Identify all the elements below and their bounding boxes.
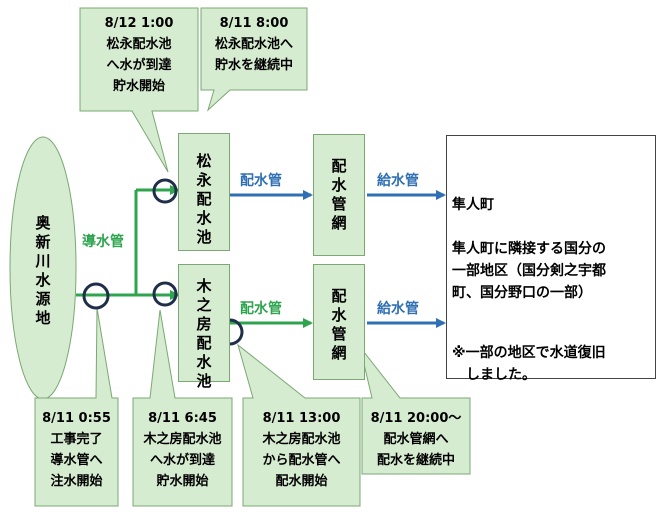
vertical-char: 之 bbox=[196, 296, 212, 314]
marker-circle-matsunaga-inlet bbox=[152, 178, 178, 204]
network-kinobo: 配水管網 bbox=[313, 264, 365, 380]
reservoir-kinobo: 木之房配水池 bbox=[178, 264, 230, 390]
vertical-char: 新 bbox=[35, 233, 51, 251]
vertical-char: 地 bbox=[35, 309, 51, 327]
destination-box bbox=[446, 135, 656, 379]
vertical-char: 配 bbox=[196, 334, 212, 352]
callout-c3: 8/11 0:55 工事完了 導水管へ 注水開始 bbox=[42, 411, 111, 489]
pipe-label-supply-1: 給水管 bbox=[377, 173, 419, 189]
vertical-char: 川 bbox=[35, 252, 51, 270]
callout-c5: 8/11 13:00 木之房配水池 から配水管へ 配水開始 bbox=[262, 411, 341, 489]
destination-title: 隼人町 bbox=[452, 197, 494, 213]
vertical-char: 池 bbox=[196, 372, 212, 390]
vertical-char: 水 bbox=[196, 353, 212, 371]
vertical-char: 網 bbox=[331, 214, 347, 232]
callout-c2-shape bbox=[200, 7, 308, 112]
callout-c1-shape bbox=[79, 7, 199, 173]
destination-note: ※一部の地区で水道復旧 しました。 bbox=[452, 345, 606, 383]
vertical-char: 管 bbox=[331, 325, 347, 343]
callout-c2: 8/11 8:00 松永配水池へ 貯水を継続中 bbox=[214, 16, 293, 73]
callout-c4: 8/11 6:45 木之房配水池 へ水が到達 貯水開始 bbox=[143, 411, 222, 489]
vertical-char: 配 bbox=[196, 190, 212, 208]
vertical-char: 奥 bbox=[35, 214, 51, 232]
vertical-char: 木 bbox=[196, 277, 212, 295]
vertical-char: 水 bbox=[331, 176, 347, 194]
network-matsunaga-label: 配水管網 bbox=[314, 157, 364, 233]
callout-c4-shape bbox=[132, 309, 233, 507]
vertical-char: 配 bbox=[331, 287, 347, 305]
destination-body: 隼人町に隣接する国分の 一部地区（国分剣之宇都 町、国分野口の一部） bbox=[452, 241, 606, 301]
pipe-label-supply-2: 給水管 bbox=[377, 301, 419, 317]
reservoir-matsunaga-label: 松永配水池 bbox=[179, 152, 229, 247]
reservoir-matsunaga: 松永配水池 bbox=[178, 133, 230, 251]
vertical-char: 房 bbox=[196, 315, 212, 333]
vertical-char: 管 bbox=[331, 195, 347, 213]
marker-circle-kinobo-inlet bbox=[152, 281, 178, 307]
source-label: 奥新川水源地 bbox=[26, 214, 60, 328]
callout-c3-shape bbox=[34, 307, 119, 507]
vertical-char: 水 bbox=[196, 209, 212, 227]
reservoir-kinobo-label: 木之房配水池 bbox=[179, 277, 229, 391]
pipe-label-distribution-2: 配水管 bbox=[240, 301, 282, 317]
vertical-char: 池 bbox=[196, 228, 212, 246]
pipe-label-conduit: 導水管 bbox=[82, 234, 124, 250]
vertical-char: 配 bbox=[331, 157, 347, 175]
vertical-char: 水 bbox=[331, 306, 347, 324]
network-matsunaga: 配水管網 bbox=[313, 134, 365, 256]
vertical-char: 網 bbox=[331, 344, 347, 362]
destination-text: 隼人町 隼人町に隣接する国分の 一部地区（国分剣之宇都 町、国分野口の一部） ※… bbox=[452, 172, 652, 408]
callout-c5-shape bbox=[237, 343, 361, 507]
vertical-char: 水 bbox=[35, 271, 51, 289]
pipe-label-distribution-1: 配水管 bbox=[240, 173, 282, 189]
marker-circle-conduit bbox=[82, 282, 110, 310]
callout-c1: 8/12 1:00 松永配水池 へ水が到達 貯水開始 bbox=[104, 16, 174, 94]
vertical-char: 松 bbox=[196, 152, 212, 170]
vertical-char: 源 bbox=[35, 290, 51, 308]
callout-c6-shape bbox=[359, 346, 471, 475]
vertical-char: 永 bbox=[196, 171, 212, 189]
network-kinobo-label: 配水管網 bbox=[314, 287, 364, 363]
callout-c6: 8/11 20:00～ 配水管網へ 配水を継続中 bbox=[370, 411, 462, 468]
